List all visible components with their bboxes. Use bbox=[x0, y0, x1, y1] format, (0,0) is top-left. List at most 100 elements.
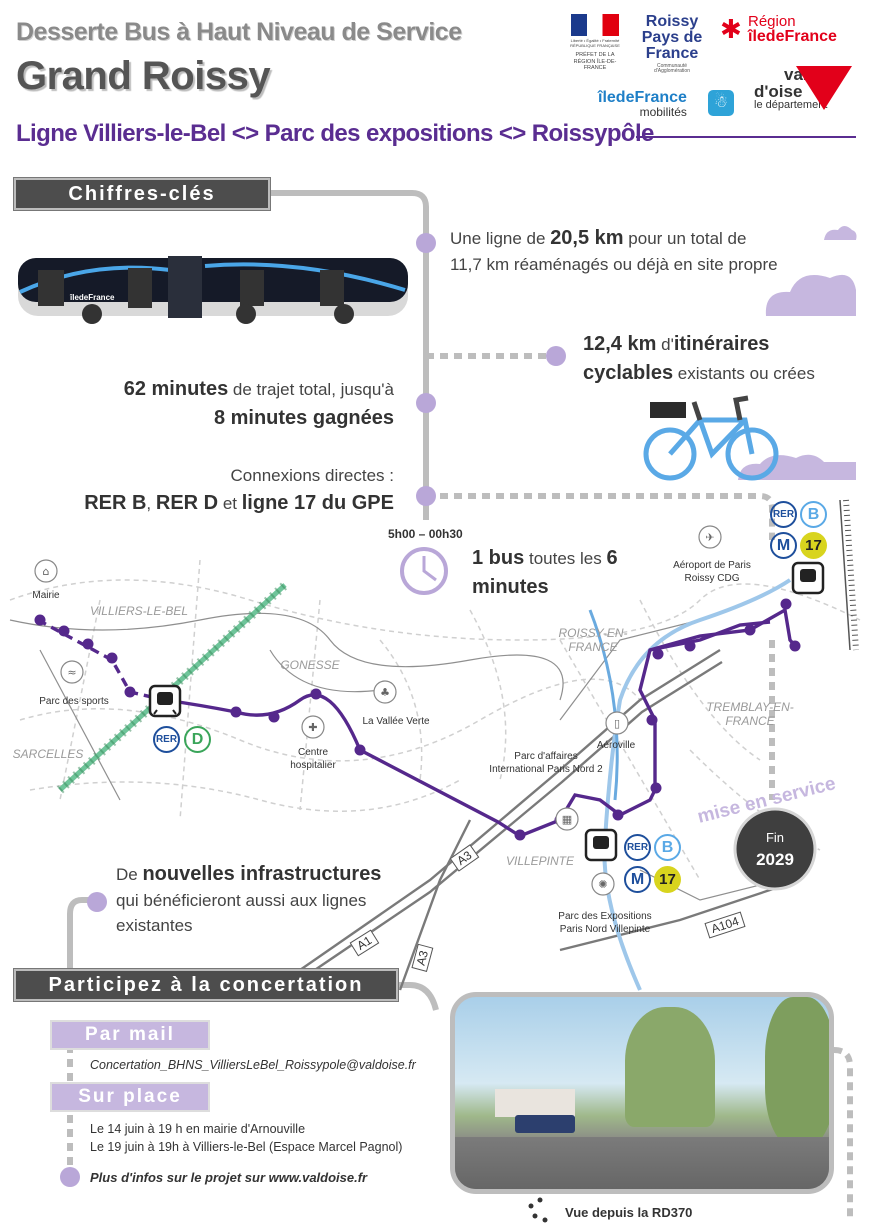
shopping-icon bbox=[605, 711, 629, 735]
station-icon-villepinte bbox=[584, 828, 618, 862]
stop-14 bbox=[646, 714, 658, 726]
airplane-icon bbox=[698, 525, 722, 549]
map-label-vallee-verte: La Vallée Verte bbox=[362, 716, 430, 727]
map-area-villepinte: VILLEPINTE bbox=[505, 854, 575, 868]
bus-shape bbox=[515, 1115, 575, 1133]
rer-d-badge-villiers: D bbox=[184, 726, 211, 753]
region-star-icon: ✱ bbox=[720, 14, 742, 44]
connector-top bbox=[270, 190, 429, 520]
business-icon bbox=[555, 807, 579, 831]
connector-photo-right bbox=[833, 1047, 853, 1220]
val-doise-logo: val d'oise le département bbox=[754, 66, 852, 111]
hospital-icon bbox=[301, 715, 325, 739]
stop-16 bbox=[684, 640, 696, 652]
viewpoint-icon bbox=[528, 1197, 548, 1223]
fin-disc bbox=[733, 807, 817, 891]
rd370-photo bbox=[450, 992, 834, 1194]
line-17-badge-villepinte: 17 bbox=[654, 866, 681, 893]
marianne-icon bbox=[571, 14, 619, 36]
map-label-aeroville: Aéroville bbox=[596, 740, 636, 751]
val-doise-v-icon bbox=[796, 66, 852, 110]
stop-8 bbox=[310, 688, 322, 700]
bus-brand-label: îledeFrance bbox=[70, 293, 115, 302]
stop-1 bbox=[34, 614, 46, 626]
stop-3 bbox=[82, 638, 94, 650]
roissy-pays-de-france-logo: Roissy Pays de France Communauté d'Agglo… bbox=[641, 13, 703, 74]
map-label-parc-sports: Parc des sports bbox=[39, 696, 109, 707]
stop-4 bbox=[106, 652, 118, 664]
more-info-link[interactable]: Plus d'infos sur le projet sur www.valdo… bbox=[90, 1170, 368, 1185]
line-title: Ligne Villiers-le-Bel <> Parc des exposi… bbox=[16, 120, 654, 147]
rer-badge-villiers: RER bbox=[153, 726, 180, 753]
svg-text:✺: ✺ bbox=[598, 878, 607, 891]
town-hall-icon bbox=[34, 559, 58, 583]
map-label-mairie: Mairie bbox=[32, 590, 60, 601]
bullet-1 bbox=[416, 233, 436, 253]
svg-text:⌂: ⌂ bbox=[43, 565, 50, 578]
figure-frequency: 1 bus toutes les 6 minutes bbox=[472, 547, 618, 598]
infra-text: De nouvelles infrastructures qui bénéfic… bbox=[116, 863, 382, 935]
bullet-3 bbox=[416, 393, 436, 413]
cloud-small bbox=[824, 226, 857, 240]
svg-text:▯: ▯ bbox=[614, 717, 620, 730]
stop-19 bbox=[789, 640, 801, 652]
service-hours: 5h00 – 00h30 bbox=[388, 527, 463, 541]
bhns-route-dashed bbox=[37, 618, 166, 702]
stop-6 bbox=[230, 706, 242, 718]
idf-mobilites-logo: îledeFrance mobilités ☃ bbox=[598, 90, 734, 118]
metro-badge-cdg: M bbox=[770, 532, 797, 559]
tree-shape bbox=[625, 1007, 715, 1127]
stop-10 bbox=[514, 829, 526, 841]
bullet-2 bbox=[546, 346, 566, 366]
prefet-logo: Liberté • Égalité • Fraternité RÉPUBLIQU… bbox=[566, 14, 624, 72]
stop-12 bbox=[612, 809, 624, 821]
map-area-villiers: VILLIERS-LE-BEL bbox=[89, 604, 189, 618]
stop-9 bbox=[354, 744, 366, 756]
stop-5 bbox=[124, 686, 136, 698]
svg-text:▦: ▦ bbox=[562, 813, 572, 826]
region-idf-logo: ✱ Région îledeFrance bbox=[720, 13, 837, 45]
building-shape bbox=[495, 1089, 575, 1117]
figure-line-length: Une ligne de 20,5 km pour un total de 11… bbox=[450, 227, 778, 274]
map-area-gonesse: GONESSE bbox=[280, 658, 340, 672]
connector-infra bbox=[67, 897, 96, 968]
map-area-tremblay: TREMBLAY-EN-FRANCE bbox=[706, 700, 794, 729]
station-icon-cdg bbox=[791, 561, 825, 595]
rer-badge-villepinte: RER bbox=[624, 834, 651, 861]
bullet-6 bbox=[60, 1167, 80, 1187]
mail-link[interactable]: Concertation_BHNS_VilliersLeBel_Roissypo… bbox=[90, 1058, 416, 1072]
tree-shape-right bbox=[765, 997, 829, 1147]
mail-heading: Par mail bbox=[50, 1020, 210, 1050]
map-area-roissy: ROISSY-EN-FRANCE bbox=[558, 626, 628, 655]
place-line-1: Le 14 juin à 19 h en mairie d'Arnouville bbox=[90, 1122, 306, 1136]
figure-travel-time: 62 minutes de trajet total, jusqu'à 8 mi… bbox=[123, 378, 394, 429]
concertation-heading: Participez à la concertation bbox=[14, 969, 398, 1001]
station-icon-villiers bbox=[148, 684, 182, 718]
header-subtitle: Desserte Bus à Haut Niveau de Service bbox=[16, 18, 462, 46]
swimming-icon bbox=[60, 660, 84, 684]
bullet-5 bbox=[87, 892, 107, 912]
stop-2 bbox=[58, 625, 70, 637]
fin-year: 2029 bbox=[756, 850, 794, 869]
line-title-rule bbox=[636, 136, 856, 138]
runner-icon: ☃ bbox=[708, 90, 734, 116]
cloud-large bbox=[765, 274, 856, 316]
svg-text:≈: ≈ bbox=[67, 666, 76, 679]
expo-icon bbox=[591, 872, 615, 896]
svg-text:♣: ♣ bbox=[380, 686, 390, 699]
bullet-4 bbox=[416, 486, 436, 506]
figure-bike-routes: 12,4 km d'itinéraires cyclables existant… bbox=[583, 333, 815, 384]
stop-18 bbox=[780, 598, 792, 610]
bicycle-icon bbox=[643, 395, 779, 481]
road-shape bbox=[455, 1137, 829, 1189]
rer-b-badge-cdg: B bbox=[800, 501, 827, 528]
map-area-sarcelles: SARCELLES bbox=[12, 747, 84, 761]
stop-13 bbox=[650, 782, 662, 794]
stop-15 bbox=[652, 648, 664, 660]
place-heading: Sur place bbox=[50, 1082, 210, 1112]
clock-icon bbox=[400, 547, 448, 595]
